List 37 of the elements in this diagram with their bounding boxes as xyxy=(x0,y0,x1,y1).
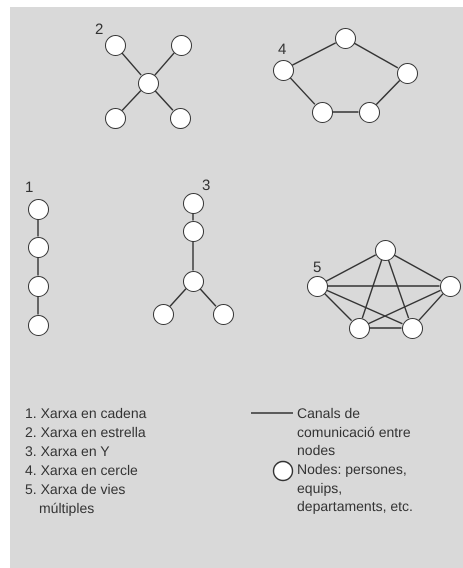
connector-line xyxy=(376,80,400,105)
network-number: 5 xyxy=(313,259,322,278)
connector-line xyxy=(121,52,142,76)
connector-line xyxy=(290,77,316,105)
legend-item: 5. Xarxa de vies múltiples xyxy=(25,480,126,517)
connector-line xyxy=(326,290,403,324)
connector-line xyxy=(292,42,336,66)
connector-line xyxy=(394,254,442,282)
network-number: 2 xyxy=(95,21,104,40)
connector-line xyxy=(388,260,410,318)
connector-line xyxy=(418,293,444,321)
connector-line xyxy=(332,111,358,113)
connector-line xyxy=(324,292,352,322)
connector-line xyxy=(37,296,39,314)
network-number: 3 xyxy=(202,177,210,196)
connector-line xyxy=(354,42,398,68)
legend-item: 1. Xarxa en cadena xyxy=(25,404,148,422)
legend-text: Canals de comunicació entre nodes xyxy=(297,404,412,460)
connector-line xyxy=(154,52,175,76)
legend-item: 4. Xarxa en cercle xyxy=(25,461,139,480)
network-number: 1 xyxy=(25,179,34,198)
connector-line xyxy=(37,220,39,236)
connector-line xyxy=(122,90,142,111)
connector-line xyxy=(328,285,440,287)
connector-line xyxy=(368,290,441,324)
connector-line xyxy=(326,254,376,282)
network-number: 4 xyxy=(278,41,286,60)
legend-item: 2. Xarxa en estrella xyxy=(25,423,147,442)
connector-line xyxy=(362,260,382,318)
connector-line xyxy=(200,288,216,307)
connector-line xyxy=(170,288,186,307)
connector-line xyxy=(37,258,39,276)
connector-line xyxy=(154,90,174,111)
connector-line xyxy=(370,327,402,329)
legend-item: 3. Xarxa en Y xyxy=(25,442,111,460)
legend-text: Nodes: persones, equips, departaments, etc. xyxy=(297,460,414,516)
connector-line xyxy=(192,242,194,270)
